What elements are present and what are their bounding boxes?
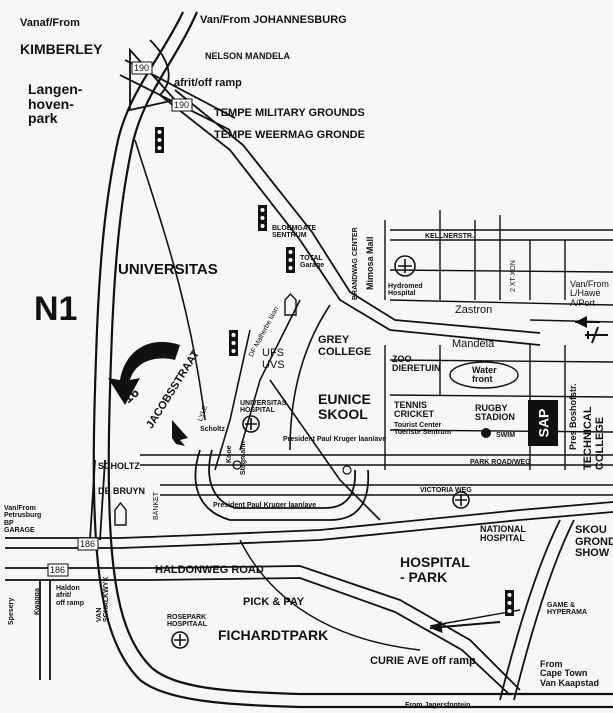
ramp-top-label: afrit/off ramp bbox=[174, 77, 242, 89]
airplane-icon bbox=[585, 326, 608, 344]
tempe-military-label: TEMPE MILITARY GROUNDS bbox=[214, 107, 365, 119]
zastron-label: Zastron bbox=[455, 304, 493, 316]
pick-pay-label: PICK & PAY bbox=[243, 596, 305, 608]
building-icons bbox=[114, 292, 297, 526]
president-paul-label-1: President Paul Kruger laan/ave bbox=[283, 436, 387, 443]
victoria-weg-label: VICTORIA WEG bbox=[420, 487, 472, 494]
bloemgate-label: BLOEMGATE SENTRUM bbox=[272, 225, 317, 240]
nelson-mandela-top-label: NELSON MANDELA bbox=[205, 51, 290, 61]
from-jagersfontein-label: From Jagersfontein bbox=[405, 702, 471, 709]
haldonweg-label: HALDONWEG ROAD bbox=[155, 564, 264, 576]
stegmann-label: Stegmann bbox=[240, 441, 247, 475]
from-lhawe-label: Van/From L/Hawe A/Port bbox=[570, 279, 609, 308]
universitas-hospital-label: UNIVERSITAS HOSPITAL bbox=[240, 400, 287, 415]
direction-arrows bbox=[429, 316, 600, 633]
game-hyperama-label: GAME & HYPERAMA bbox=[547, 602, 588, 617]
exit-markers bbox=[47, 61, 193, 577]
tourist-center-label: Tourist Center Toeriste Sentrum bbox=[394, 422, 452, 437]
skou-gronde-label: SKOU GRONDE SHOW bbox=[575, 524, 613, 560]
exit-190-a: 190 bbox=[134, 63, 150, 73]
exit-186-b: 186 bbox=[50, 565, 66, 575]
from-cape-town-label: From Cape Town Van Kaapstad bbox=[540, 659, 600, 688]
kellner-street-label: KELLNERSTR. bbox=[425, 233, 474, 240]
spesery-label: Spesery bbox=[8, 597, 15, 625]
campus-loop bbox=[194, 449, 370, 521]
scholtz-label: SCHOLTZ bbox=[98, 461, 140, 471]
haldon-ramp-label: Haldon afrit/ off ramp bbox=[56, 585, 84, 607]
de-bruyn-label: DE BRUYN bbox=[98, 486, 146, 496]
tennis-cricket-label: TENNIS CRICKET bbox=[394, 400, 434, 420]
eunice-label: EUNICE SKOOL bbox=[318, 391, 371, 422]
swim-label: SWIM bbox=[496, 432, 516, 439]
pres-boshof-label: Pres Boshofstr. bbox=[568, 383, 578, 450]
brandwag-label: BRANDWAG CENTER bbox=[352, 227, 359, 300]
vanaf-from-label: Vanaf/From bbox=[20, 17, 80, 29]
fichardtpark-label: FICHARDTPARK bbox=[218, 627, 329, 643]
kimberley-label: KIMBERLEY bbox=[20, 41, 103, 57]
sap-label: SAP bbox=[534, 408, 551, 438]
technical-college-label: TECHNICAL COLLEGE bbox=[582, 406, 606, 470]
curved-arrow-icon bbox=[108, 341, 180, 405]
location-pointer-icon bbox=[172, 420, 188, 446]
van-schalkwyk-label: VAN SCHALKWYK bbox=[96, 576, 111, 623]
sap-police-station: SAP bbox=[528, 400, 558, 446]
president-paul-label-2: President Paul Kruger laan/ave bbox=[213, 502, 317, 509]
roundabouts bbox=[232, 460, 352, 475]
exit-190-b: 190 bbox=[174, 100, 190, 110]
zoo-label: ZOO DIERETUIN bbox=[392, 354, 441, 374]
scholtz-small-label: Scholtz bbox=[200, 426, 225, 433]
national-hospital-label: NATIONAL HOSPITAL bbox=[480, 524, 526, 544]
mimosa-mall-label: Mimosa Mall bbox=[365, 236, 375, 290]
grey-college-label: GREY COLLEGE bbox=[318, 334, 372, 358]
n1-label: N1 bbox=[34, 290, 78, 328]
park-road-label: PARK ROAD/WEG bbox=[470, 459, 531, 466]
kooe-label: Kooe bbox=[226, 445, 233, 464]
hospital-icons bbox=[171, 255, 470, 649]
n1-highway bbox=[92, 11, 613, 709]
waterfront-lake bbox=[449, 361, 519, 389]
total-garage-label: TOTAL Garage bbox=[300, 255, 325, 270]
traffic-lights bbox=[155, 127, 514, 616]
kwagga-label: Kwagga bbox=[34, 588, 41, 615]
universitas-label: UNIVERSITAS bbox=[118, 261, 218, 278]
nelson-mandela-drive bbox=[159, 89, 541, 346]
johannesburg-label: Van/From JOHANNESBURG bbox=[200, 14, 347, 26]
info-icon bbox=[481, 428, 491, 438]
mandela-label: Mandela bbox=[452, 338, 495, 350]
rosepark-label: ROSEPARK HOSPITAAL bbox=[167, 614, 207, 629]
ufs-uvs-label: UFS UVS bbox=[262, 347, 285, 371]
waterfront-label: Water front bbox=[472, 365, 497, 385]
exit-186-a: 186 bbox=[80, 539, 96, 549]
langenhovenpark-label: Langen- hoven- park bbox=[28, 81, 83, 127]
arterial-roads bbox=[134, 139, 381, 521]
hydromed-label: Hydromed Hospital bbox=[388, 283, 423, 298]
curie-ave-label: CURIE AVE off ramp bbox=[370, 655, 476, 667]
hospital-park-label: HOSPITAL - PARK bbox=[400, 554, 470, 585]
zastron-side-label: 2 XT XON bbox=[510, 260, 517, 292]
tempe-weermag-label: TEMPE WEERMAG GRONDE bbox=[214, 129, 365, 141]
rugby-stadium-label: RUGBY STADION bbox=[475, 403, 515, 423]
from-petrusburg-label: Van/From Petrusburg BP GARAGE bbox=[4, 505, 42, 535]
lower-roads bbox=[5, 459, 613, 701]
banket-label: BANKET bbox=[153, 491, 160, 520]
city-grid bbox=[140, 210, 613, 496]
